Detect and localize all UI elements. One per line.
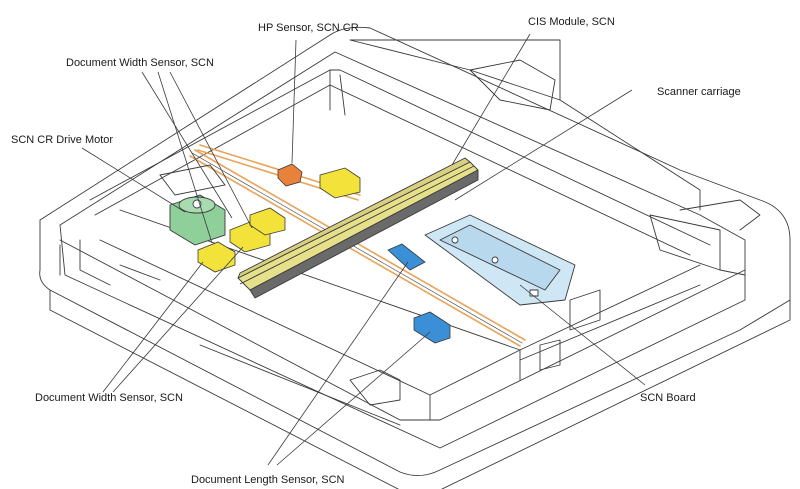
doc-length-sensor-b xyxy=(413,311,451,344)
doc-length-sensor-a xyxy=(387,243,426,271)
label-document-width-sensor-top: Document Width Sensor, SCN xyxy=(66,57,214,69)
doc-width-sensor-d xyxy=(319,167,361,199)
label-scanner-carriage: Scanner carriage xyxy=(657,86,741,98)
label-scn-board: SCN Board xyxy=(640,392,696,404)
label-scn-cr-drive-motor: SCN CR Drive Motor xyxy=(11,134,114,146)
hp-sensor xyxy=(277,163,303,187)
label-document-width-sensor-bottom: Document Width Sensor, SCN xyxy=(35,392,183,404)
label-document-length-sensor: Document Length Sensor, SCN xyxy=(191,474,345,486)
doc-width-sensor-a xyxy=(197,241,236,273)
housing-front-face xyxy=(49,289,791,489)
label-hp-sensor: HP Sensor, SCN CR xyxy=(258,22,359,34)
label-cis-module: CIS Module, SCN xyxy=(528,16,615,28)
